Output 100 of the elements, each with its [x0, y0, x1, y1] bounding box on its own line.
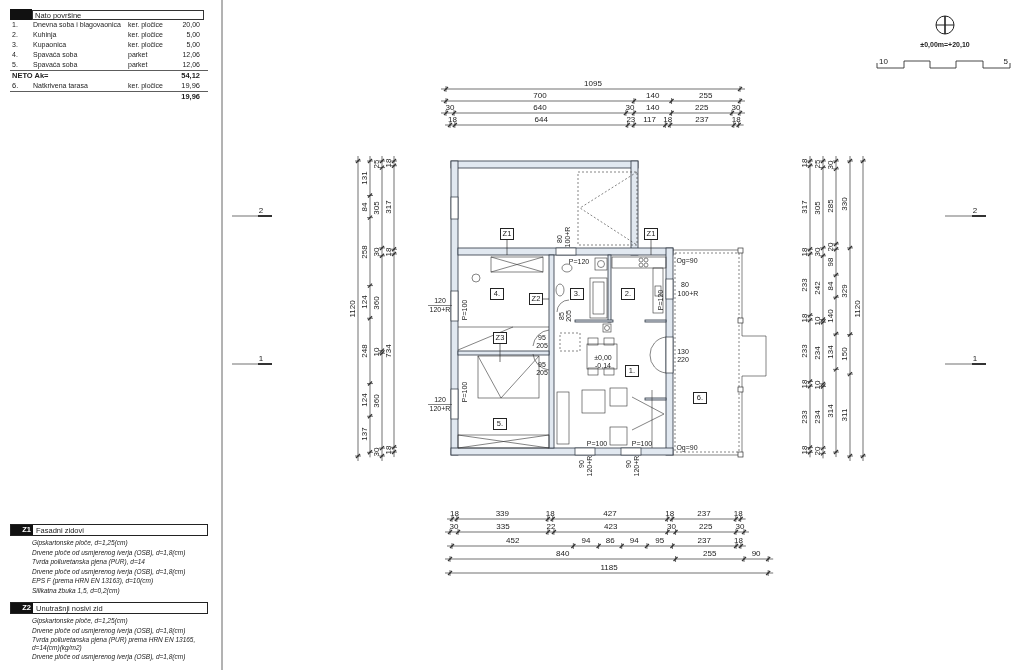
- scale-text: 5: [1003, 57, 1008, 67]
- dimension-text: 258: [360, 244, 370, 259]
- dimension-text: 305: [372, 201, 382, 215]
- dimension-text: 117: [643, 115, 656, 124]
- dimension-text: 840: [556, 549, 570, 558]
- dimension-text: 10: [372, 347, 382, 357]
- dimension-text: 1120: [853, 299, 863, 318]
- dimension-text: 140: [646, 91, 660, 100]
- dimension-text: 30: [735, 522, 745, 531]
- dimension-text: 700: [533, 91, 547, 100]
- section-number: 2: [972, 206, 978, 216]
- dimension-text: 255: [703, 549, 717, 558]
- dimension-text: 18: [734, 536, 743, 545]
- dimension-text: 734: [384, 343, 394, 358]
- dimension-text: 225: [695, 103, 709, 112]
- dimension-text: 30: [372, 447, 382, 457]
- dimension-text: 131: [360, 171, 370, 185]
- dimension-text: 452: [506, 536, 520, 545]
- dimension-text: 330: [840, 197, 850, 212]
- dimension-text: 427: [603, 509, 617, 518]
- dimension-text: 335: [496, 522, 510, 531]
- dimension-text: 94: [629, 536, 639, 545]
- dimension-text: 1185: [600, 563, 618, 572]
- dimension-text: 86: [605, 536, 615, 545]
- leader-line: [499, 343, 501, 363]
- dimension-text: 237: [697, 536, 711, 545]
- dimension-text: 84: [826, 281, 836, 291]
- scale-text: 10: [879, 57, 888, 67]
- section-number: 1: [258, 354, 264, 364]
- dimension-text: 317: [800, 200, 810, 215]
- dimension-text: 18: [449, 509, 459, 518]
- dimension-text: 18: [731, 115, 741, 124]
- dimension-text: 317: [384, 200, 394, 215]
- dimension-text: 90: [751, 549, 761, 558]
- dimension-text: 311: [840, 408, 850, 422]
- wall-type-heading: [10, 524, 208, 536]
- dimension-text: 18: [384, 158, 394, 168]
- dimension-text: 237: [695, 115, 709, 124]
- dimension-text: 25: [813, 159, 823, 169]
- dimension-text: 25: [372, 159, 382, 169]
- dimension-text: 10: [813, 316, 823, 326]
- dimension-text: 30: [731, 103, 741, 112]
- dimension-text: 233: [800, 344, 810, 358]
- dimension-text: 30: [667, 522, 676, 531]
- dimension-text: 285: [826, 199, 836, 214]
- dimension-text: 30: [625, 103, 635, 112]
- dimension-text: 140: [826, 308, 836, 323]
- dimension-text: 237: [697, 509, 711, 518]
- dimension-text: 255: [699, 91, 713, 100]
- dimension-text: 1120: [348, 299, 358, 318]
- dimension-text: 10: [813, 380, 823, 390]
- leader-line: [650, 239, 652, 256]
- dimension-text: 644: [534, 115, 548, 124]
- dimension-text: 18: [800, 379, 810, 389]
- section-number: 2: [258, 206, 264, 216]
- dimension-text: 30: [813, 247, 823, 257]
- dimension-text: 314: [826, 404, 836, 418]
- dimension-text: 242: [813, 281, 823, 295]
- dimension-text: 233: [800, 278, 810, 292]
- dimension-text: 95: [655, 536, 665, 545]
- dimension-text: 1095: [584, 79, 602, 88]
- dimension-text: 339: [495, 509, 509, 518]
- dimension-text: 30: [372, 247, 382, 257]
- dimension-text: 18: [665, 509, 675, 518]
- dimension-text: 18: [447, 115, 457, 124]
- dimension-text: 18: [800, 445, 810, 455]
- dimension-text: 30: [826, 160, 836, 170]
- dimension-text: 140: [646, 103, 660, 112]
- dimension-text: 20: [813, 446, 823, 456]
- dimension-text: 18: [800, 158, 810, 168]
- dimension-text: 18: [663, 115, 673, 124]
- dimension-text: 234: [813, 346, 823, 360]
- dimension-text: 30: [445, 103, 455, 112]
- section-number: 1: [972, 354, 978, 364]
- dimension-text: 124: [360, 295, 370, 309]
- dimension-text: 18: [384, 247, 394, 257]
- dimension-text: 94: [581, 536, 591, 545]
- dimension-text: 225: [699, 522, 713, 531]
- dimension-text: 234: [813, 410, 823, 424]
- dimension-text: 18: [800, 313, 810, 323]
- dimension-text: 22: [546, 522, 556, 531]
- leader-line: [542, 298, 550, 300]
- dimension-text: 137: [360, 427, 370, 441]
- dimension-text: 305: [813, 201, 823, 215]
- dimension-text: 134: [826, 345, 836, 359]
- dimension-text: 640: [533, 103, 547, 112]
- dimension-text: 329: [840, 284, 850, 298]
- dimension-text: 18: [384, 445, 394, 455]
- dimension-text: 233: [800, 410, 810, 424]
- dimension-text: 20: [826, 242, 836, 252]
- dimension-text: 360: [372, 394, 382, 408]
- dimension-text: 248: [360, 344, 370, 358]
- dimension-text: 124: [360, 393, 370, 407]
- leader-line: [506, 239, 508, 256]
- dimension-text: 150: [840, 347, 850, 361]
- dimension-text: 84: [360, 202, 370, 211]
- dimension-text: 18: [733, 509, 743, 518]
- dimension-text: 423: [604, 522, 618, 531]
- dimension-text: 360: [372, 296, 382, 310]
- dimension-text: 98: [826, 257, 836, 267]
